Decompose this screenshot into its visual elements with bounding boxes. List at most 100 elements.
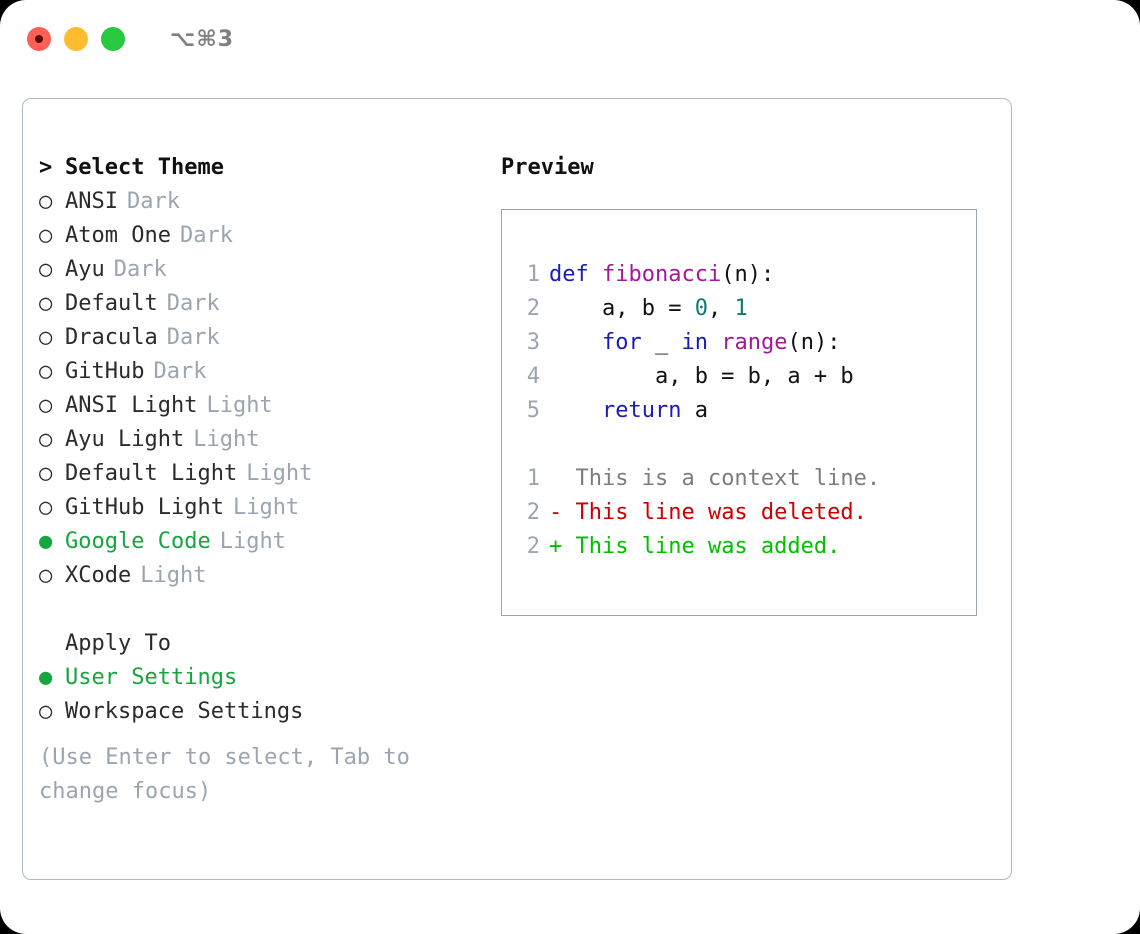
line-number: 1 xyxy=(526,262,540,287)
code-token xyxy=(708,330,721,355)
theme-kind-label: Light xyxy=(140,563,207,588)
diff-text: This is a context line. xyxy=(562,466,881,491)
diff-line: 2- This line was deleted. xyxy=(514,496,976,530)
theme-list-item[interactable]: ○ Default Dark xyxy=(39,287,489,321)
theme-name: Google Code xyxy=(65,529,211,554)
theme-name: ANSI xyxy=(65,189,118,214)
code-token xyxy=(549,398,602,423)
code-token: a xyxy=(681,398,708,423)
radio-unselected-icon: ○ xyxy=(39,563,53,588)
radio-unselected-icon: ○ xyxy=(39,291,53,316)
radio-unselected-icon: ○ xyxy=(39,223,53,248)
theme-name: Ayu xyxy=(65,257,105,282)
window-controls xyxy=(27,27,125,51)
code-line: 4 a, b = b, a + b xyxy=(514,360,976,394)
diff-marker: + xyxy=(549,534,563,559)
diff-marker xyxy=(549,466,562,491)
apply-to-label: Workspace Settings xyxy=(65,699,304,724)
diff-text: This line was deleted. xyxy=(562,500,867,525)
diff-marker: - xyxy=(549,500,563,525)
theme-kind-label: Dark xyxy=(166,291,220,316)
theme-name: Atom One xyxy=(65,223,171,248)
code-token: a, b = b, a + b xyxy=(549,364,854,389)
theme-picker-header: >Select Theme xyxy=(39,151,489,185)
line-number: 1 xyxy=(526,466,540,491)
line-number: 2 xyxy=(526,500,540,525)
preview-title: Preview xyxy=(501,155,594,180)
code-token: (n): xyxy=(721,262,775,287)
radio-unselected-icon: ○ xyxy=(39,461,53,486)
theme-name: Default xyxy=(65,291,158,316)
diff-spacer xyxy=(514,428,976,462)
code-token: in xyxy=(681,330,708,355)
radio-unselected-icon: ○ xyxy=(39,699,53,724)
apply-to-header: Apply To xyxy=(65,631,171,656)
line-number: 4 xyxy=(526,364,540,389)
theme-kind-label: Dark xyxy=(166,325,220,350)
theme-list-item[interactable]: ○ ANSI Light Light xyxy=(39,389,489,423)
radio-unselected-icon: ○ xyxy=(39,393,53,418)
code-token: range xyxy=(721,330,788,355)
section-spacer xyxy=(39,593,489,627)
theme-kind-label: Light xyxy=(232,495,300,520)
apply-to-options: ●User Settings ○ Workspace Settings xyxy=(39,661,489,729)
minimize-button[interactable] xyxy=(64,27,88,51)
theme-name: GitHub xyxy=(65,359,145,384)
diff-sample: 1 This is a context line.2- This line wa… xyxy=(514,462,976,564)
code-token: fibonacci xyxy=(601,262,722,287)
code-line: 5 return a xyxy=(514,394,976,428)
theme-kind-label: Dark xyxy=(126,189,180,214)
code-token: _ xyxy=(641,330,682,355)
code-token: return xyxy=(601,398,682,423)
code-token: a, b = xyxy=(549,296,695,321)
theme-name: GitHub Light xyxy=(65,495,224,520)
theme-name: ANSI Light xyxy=(65,393,198,418)
line-number: 3 xyxy=(526,330,540,355)
code-token: , xyxy=(707,296,735,321)
code-token: def xyxy=(549,262,602,287)
apply-to-option[interactable]: ○ Workspace Settings xyxy=(39,695,489,729)
theme-kind-label: Light xyxy=(193,427,260,452)
diff-line: 2+ This line was added. xyxy=(514,530,976,564)
line-number: 2 xyxy=(526,296,540,321)
apply-to-label: User Settings xyxy=(65,665,238,690)
line-number: 2 xyxy=(526,534,540,559)
close-button[interactable] xyxy=(27,27,51,51)
title-bar: ⌥⌘3 xyxy=(0,0,1140,78)
code-token: (n): xyxy=(787,330,841,355)
code-token: 0 xyxy=(694,296,708,321)
window-title: ⌥⌘3 xyxy=(170,26,235,52)
code-token: for xyxy=(601,330,642,355)
radio-unselected-icon: ○ xyxy=(39,257,53,282)
theme-kind-label: Dark xyxy=(153,359,207,384)
code-token: 1 xyxy=(734,296,748,321)
cursor-arrow-icon: > xyxy=(39,155,53,180)
line-number: 5 xyxy=(526,398,540,423)
code-line: 1 def fibonacci(n): xyxy=(514,258,976,292)
apply-to-option[interactable]: ●User Settings xyxy=(39,661,489,695)
radio-selected-icon: ● xyxy=(39,529,53,554)
maximize-button[interactable] xyxy=(101,27,125,51)
code-line: 3 for _ in range(n): xyxy=(514,326,976,360)
theme-kind-label: Light xyxy=(206,393,273,418)
code-token xyxy=(549,330,602,355)
theme-name: Ayu Light xyxy=(65,427,185,452)
diff-line: 1 This is a context line. xyxy=(514,462,976,496)
